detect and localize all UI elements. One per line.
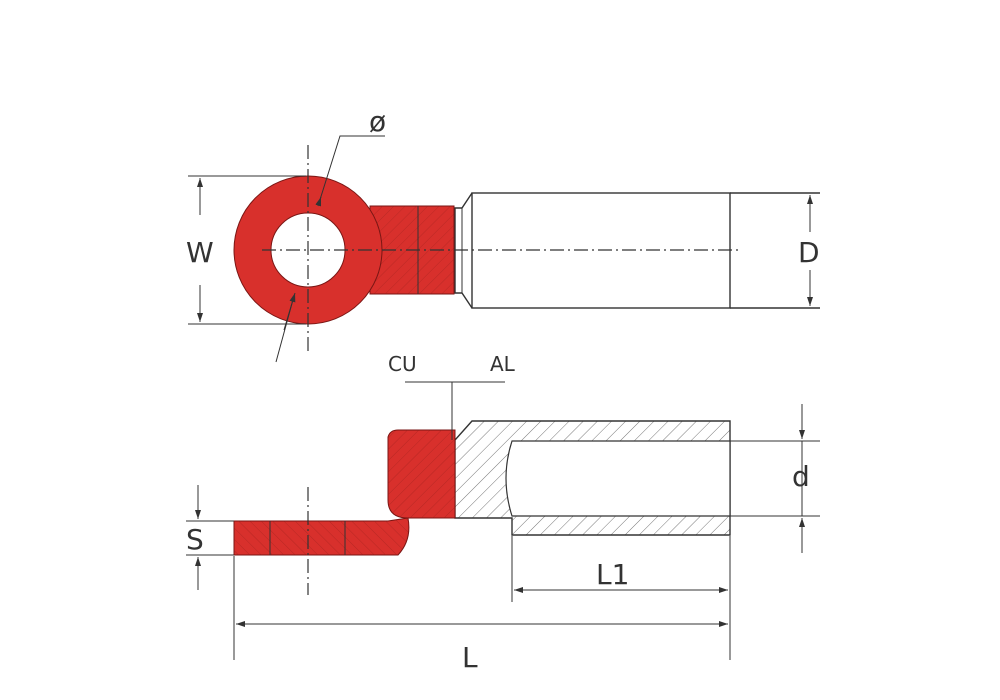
label-L: L [462, 641, 478, 674]
label-L1: L1 [596, 558, 629, 591]
label-S: S [186, 523, 204, 556]
barrel-bore [505, 440, 731, 517]
label-AL: AL [490, 352, 516, 376]
label-d: d [792, 460, 810, 493]
label-D: D [798, 236, 820, 269]
side-view: CU AL d S L1 L [186, 352, 820, 674]
label-CU: CU [388, 352, 417, 376]
label-W: W [186, 236, 214, 269]
top-view: ø W D [186, 105, 820, 363]
label-phi: ø [369, 105, 386, 138]
